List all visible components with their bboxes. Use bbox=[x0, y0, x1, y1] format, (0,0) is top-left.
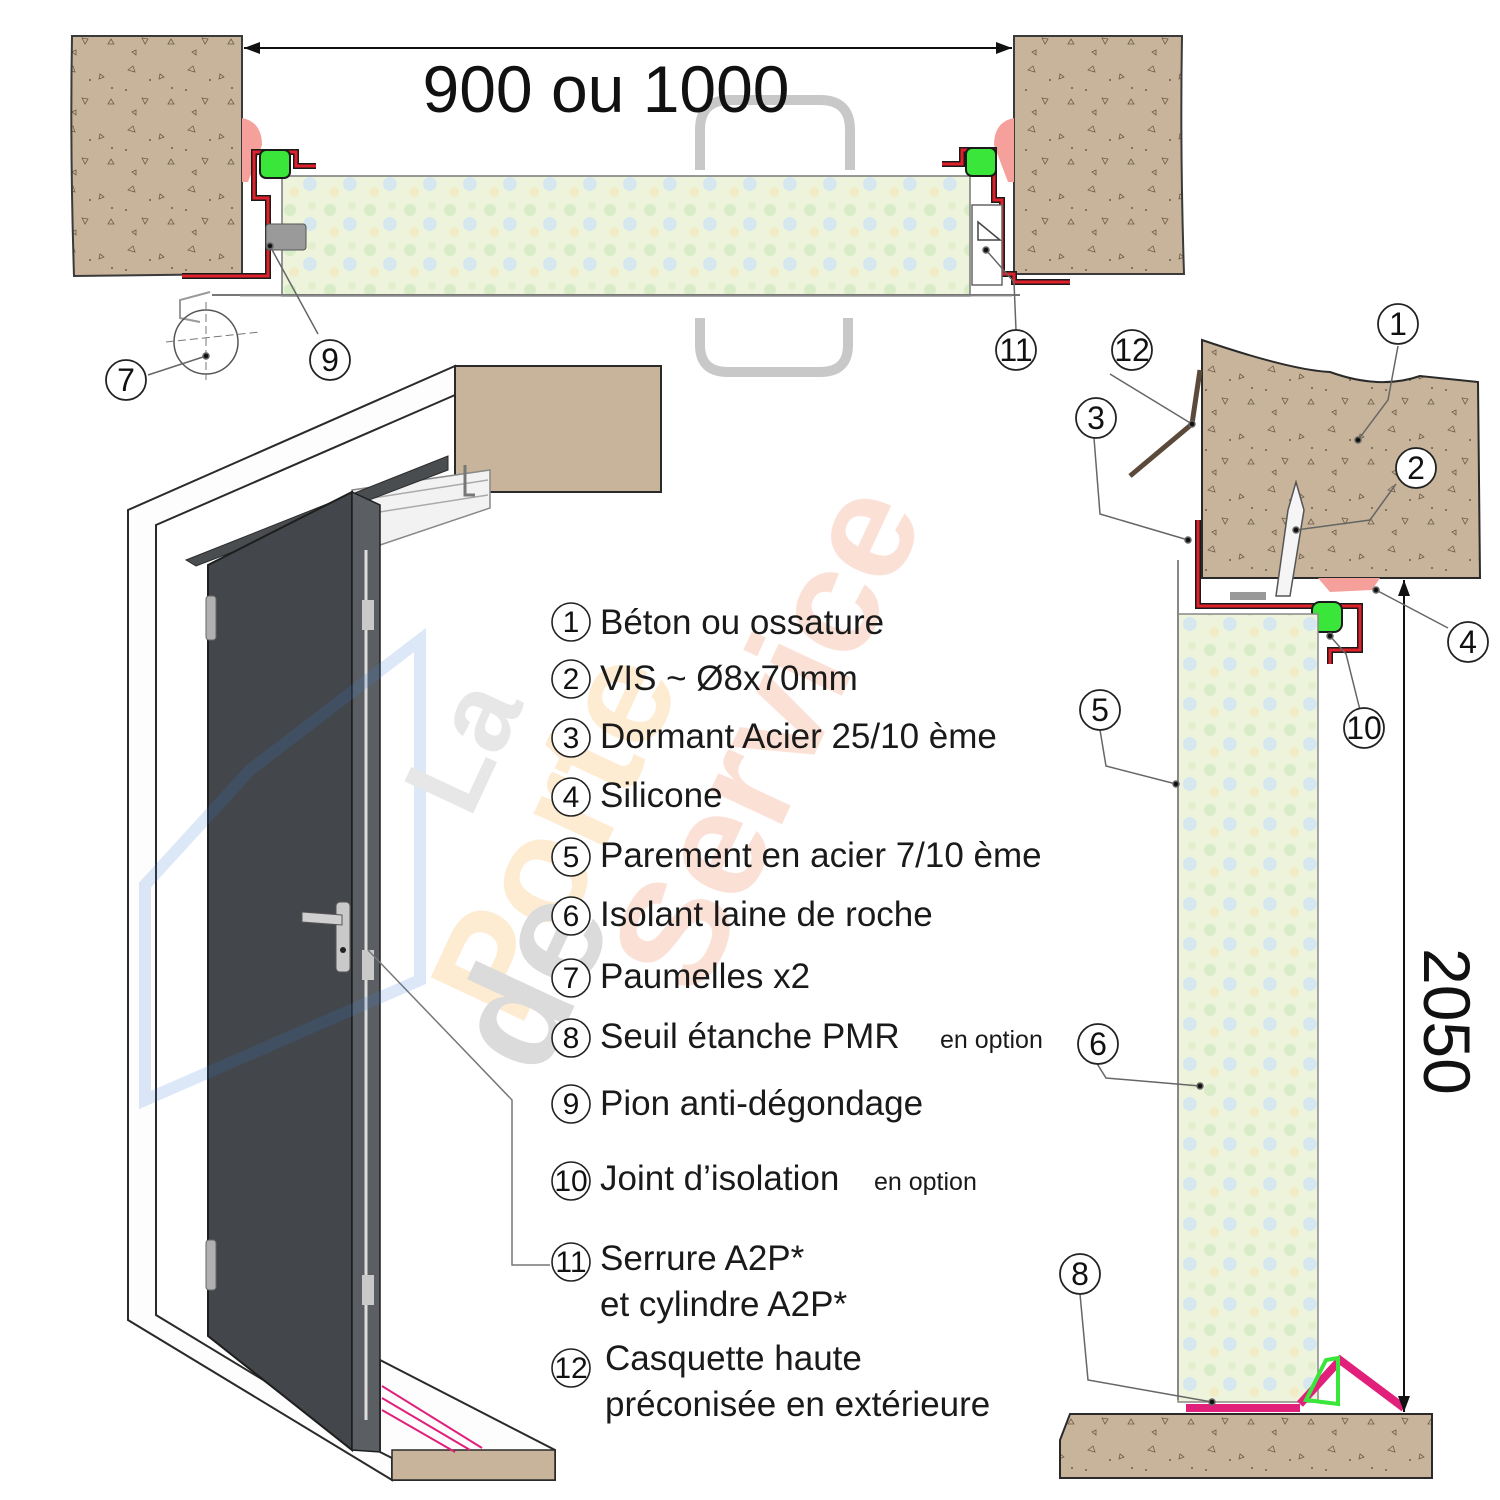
legend-number: 4 bbox=[563, 781, 580, 814]
seal-right bbox=[965, 147, 997, 177]
legend-label: Béton ou ossature bbox=[600, 603, 884, 642]
legend-label: Seuil étanche PMR bbox=[600, 1017, 900, 1056]
height-dimension-label: 2050 bbox=[1410, 948, 1484, 1095]
legend-number: 5 bbox=[563, 841, 580, 874]
legend-item-6: 6 Isolant laine de roche bbox=[551, 895, 933, 936]
callout-4: 4 bbox=[1447, 621, 1489, 663]
legend-number: 12 bbox=[554, 1352, 587, 1385]
legend-label-line2: préconisée en extérieure bbox=[605, 1385, 990, 1424]
legend-number: 11 bbox=[555, 1246, 586, 1279]
side-silicone bbox=[1318, 578, 1380, 592]
legend-label: Isolant laine de roche bbox=[600, 895, 933, 934]
handle-outline-bottom bbox=[695, 318, 853, 377]
legend-number: 10 bbox=[554, 1165, 587, 1198]
legend-number: 2 bbox=[563, 663, 580, 696]
callout-10: 10 bbox=[1343, 707, 1385, 749]
lock-body bbox=[971, 204, 1003, 286]
svg-text:2: 2 bbox=[1407, 450, 1425, 486]
legend-item-11: 11 Serrure A2P* et cylindre A2P* bbox=[551, 1239, 847, 1324]
door-leaf bbox=[207, 490, 353, 1453]
legend-number: 9 bbox=[563, 1088, 580, 1121]
callout-2: 2 bbox=[1395, 447, 1437, 489]
callout-11: 11 bbox=[995, 329, 1037, 371]
side-door-leaf bbox=[1177, 613, 1319, 1403]
svg-text:6: 6 bbox=[1089, 1026, 1107, 1062]
legend-item-2: 2 VIS ~ Ø8x70mm bbox=[551, 659, 858, 699]
callout-7: 7 bbox=[105, 359, 147, 401]
legend-label: Casquette haute bbox=[605, 1339, 862, 1378]
legend-label: Joint d’isolation bbox=[600, 1159, 839, 1198]
legend-number: 1 bbox=[563, 606, 580, 639]
legend-item-4: 4 Silicone bbox=[551, 776, 723, 817]
screw bbox=[1275, 479, 1305, 597]
seal-left bbox=[259, 149, 291, 179]
perspective-view bbox=[127, 364, 662, 1482]
floor-slab bbox=[391, 1449, 556, 1481]
legend-label-line2: et cylindre A2P* bbox=[600, 1285, 847, 1324]
legend-item-7: 7 Paumelles x2 bbox=[551, 957, 810, 998]
legend-label: Parement en acier 7/10 ème bbox=[600, 836, 1042, 875]
width-dimension-label: 900 ou 1000 bbox=[422, 52, 789, 126]
legend-item-12: 12 Casquette haute préconisée en extérie… bbox=[551, 1339, 990, 1424]
door-leaf-section bbox=[281, 175, 971, 297]
silicone-right bbox=[994, 118, 1014, 182]
legend-label: Serrure A2P* bbox=[600, 1239, 805, 1278]
legend-number: 8 bbox=[563, 1022, 580, 1055]
legend-item-9: 9 Pion anti-dégondage bbox=[551, 1084, 923, 1124]
legend: 1 Béton ou ossature 2 VIS ~ Ø8x70mm 3 Do… bbox=[551, 602, 1043, 1424]
callout-6: 6 bbox=[1077, 1023, 1119, 1065]
legend-number: 7 bbox=[563, 962, 580, 995]
legend-option: en option bbox=[940, 1026, 1043, 1054]
callout-numbers: 7 9 11 1 2 3 4 5 bbox=[105, 303, 1489, 1295]
legend-item-3: 3 Dormant Acier 25/10 ème bbox=[551, 717, 997, 758]
legend-option: en option bbox=[874, 1168, 977, 1196]
svg-text:5: 5 bbox=[1091, 692, 1109, 728]
legend-label: VIS ~ Ø8x70mm bbox=[600, 659, 858, 698]
anti-lift-pin bbox=[265, 223, 307, 251]
svg-text:10: 10 bbox=[1346, 710, 1382, 746]
legend-item-8: 8 Seuil étanche PMR en option bbox=[551, 1017, 1043, 1058]
legend-label: Silicone bbox=[600, 776, 723, 815]
legend-number: 3 bbox=[563, 722, 580, 755]
legend-label: Paumelles x2 bbox=[600, 957, 810, 996]
door-handle-lever bbox=[301, 911, 343, 926]
callout-8: 8 bbox=[1059, 1253, 1101, 1295]
svg-text:11: 11 bbox=[999, 332, 1032, 368]
door-handle-plate bbox=[335, 901, 351, 973]
callout-9: 9 bbox=[309, 339, 351, 381]
concrete-wall-left bbox=[70, 35, 243, 278]
side-floor bbox=[1059, 1413, 1433, 1479]
legend-item-5: 5 Parement en acier 7/10 ème bbox=[551, 836, 1042, 877]
handle-outline-top bbox=[695, 95, 855, 170]
side-section-view bbox=[1059, 338, 1482, 1479]
leader-lines bbox=[147, 242, 1449, 1406]
svg-text:12: 12 bbox=[1114, 332, 1150, 368]
concrete-wall-right bbox=[1013, 35, 1186, 275]
legend-label: Dormant Acier 25/10 ème bbox=[600, 717, 997, 756]
callout-12: 12 bbox=[1111, 329, 1153, 371]
legend-item-10: 10 Joint d’isolation en option bbox=[551, 1159, 977, 1201]
svg-text:1: 1 bbox=[1389, 306, 1407, 342]
svg-text:7: 7 bbox=[117, 362, 135, 398]
callout-3: 3 bbox=[1075, 397, 1117, 439]
legend-label: Pion anti-dégondage bbox=[600, 1084, 923, 1123]
legend-item-1: 1 Béton ou ossature bbox=[551, 602, 884, 642]
side-concrete-top bbox=[1201, 338, 1482, 579]
legend-number: 6 bbox=[563, 900, 580, 933]
svg-text:3: 3 bbox=[1087, 400, 1105, 436]
callout-5: 5 bbox=[1079, 689, 1121, 731]
svg-text:8: 8 bbox=[1071, 1256, 1089, 1292]
callout-1: 1 bbox=[1377, 303, 1419, 345]
top-plan-view bbox=[70, 35, 1186, 380]
svg-text:4: 4 bbox=[1459, 624, 1477, 660]
threshold-seal bbox=[1186, 1404, 1300, 1412]
svg-text:9: 9 bbox=[321, 342, 339, 378]
